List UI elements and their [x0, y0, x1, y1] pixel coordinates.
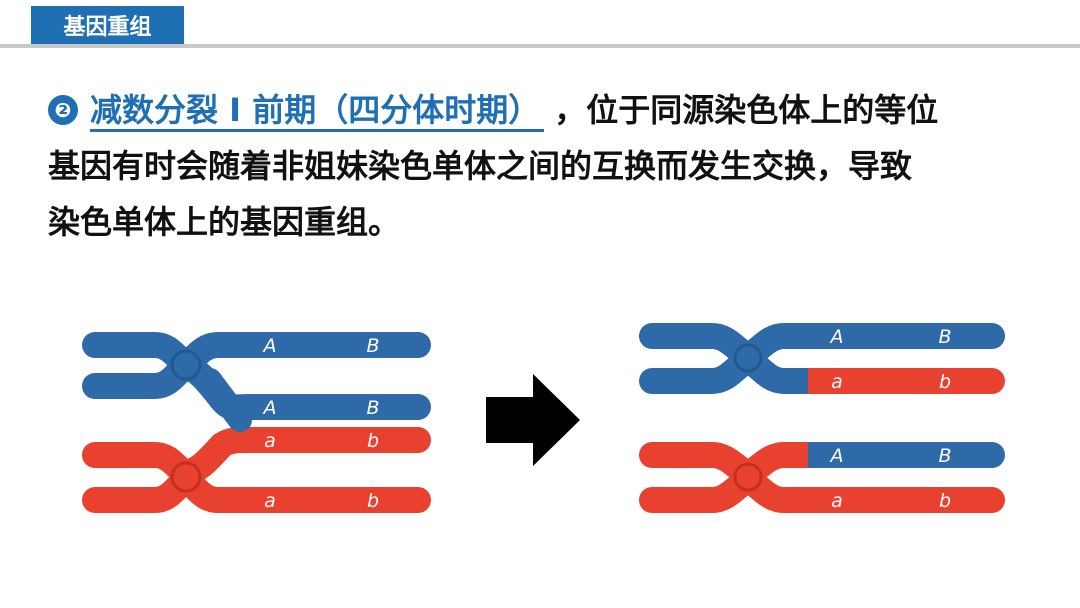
gene-label: A: [262, 397, 277, 419]
gene-label: B: [366, 335, 379, 357]
before-chromosomes: [95, 345, 418, 500]
gene-label: B: [938, 326, 951, 348]
gene-label: b: [367, 490, 379, 512]
gene-label: A: [262, 335, 277, 357]
chromatid-blue-overlap: [210, 380, 240, 420]
gene-label: b: [367, 430, 379, 452]
gene-label: b: [939, 371, 951, 393]
right-arrow-icon: [486, 374, 580, 466]
gene-label: A: [829, 445, 844, 467]
gene-label: A: [829, 326, 844, 348]
gene-label: b: [939, 490, 951, 512]
centromere-red: [172, 463, 200, 491]
after-centromere-blue: [735, 345, 761, 371]
after-chromatid-red-upper: [652, 455, 808, 472]
after-chromatid-blue-lower: [652, 362, 808, 381]
gene-label: B: [366, 397, 379, 419]
gene-label: a: [264, 490, 276, 512]
gene-label: a: [264, 430, 276, 452]
centromere-blue: [172, 351, 200, 379]
gene-label: B: [938, 445, 951, 467]
gene-label: a: [831, 490, 843, 512]
after-centromere-red: [735, 464, 761, 490]
after-chromosomes: [652, 336, 992, 500]
gene-label: a: [831, 371, 843, 393]
